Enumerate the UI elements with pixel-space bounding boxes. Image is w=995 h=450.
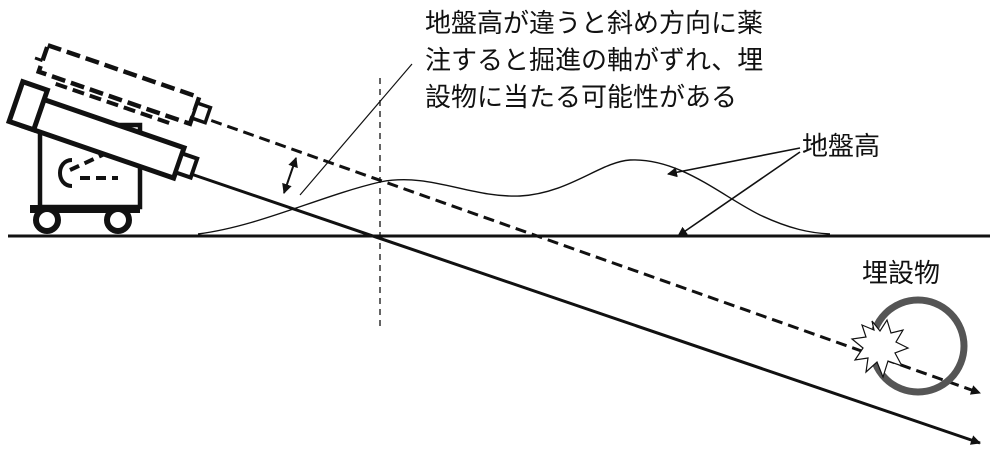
collision-burst-icon	[850, 318, 910, 379]
deviation-arrow	[282, 157, 298, 194]
drilling-machine	[5, 78, 200, 234]
ground-height-arrow-lower	[677, 151, 801, 237]
ground-height-label: 地盤高	[802, 132, 881, 162]
annotation-text: 地盤高が違うと斜め方向に薬 注すると掘進の軸がずれ、埋 設物に当たる可能性がある	[425, 9, 764, 113]
ground-height-arrow-upper	[667, 147, 801, 178]
annotation-leader-line	[299, 63, 413, 196]
buried-object-label: 埋設物	[862, 259, 941, 289]
intended-drilling-path	[34, 56, 981, 395]
drilling-head-intended	[35, 42, 213, 127]
actual-drilling-path	[149, 158, 981, 445]
terrain-curve	[197, 159, 831, 235]
